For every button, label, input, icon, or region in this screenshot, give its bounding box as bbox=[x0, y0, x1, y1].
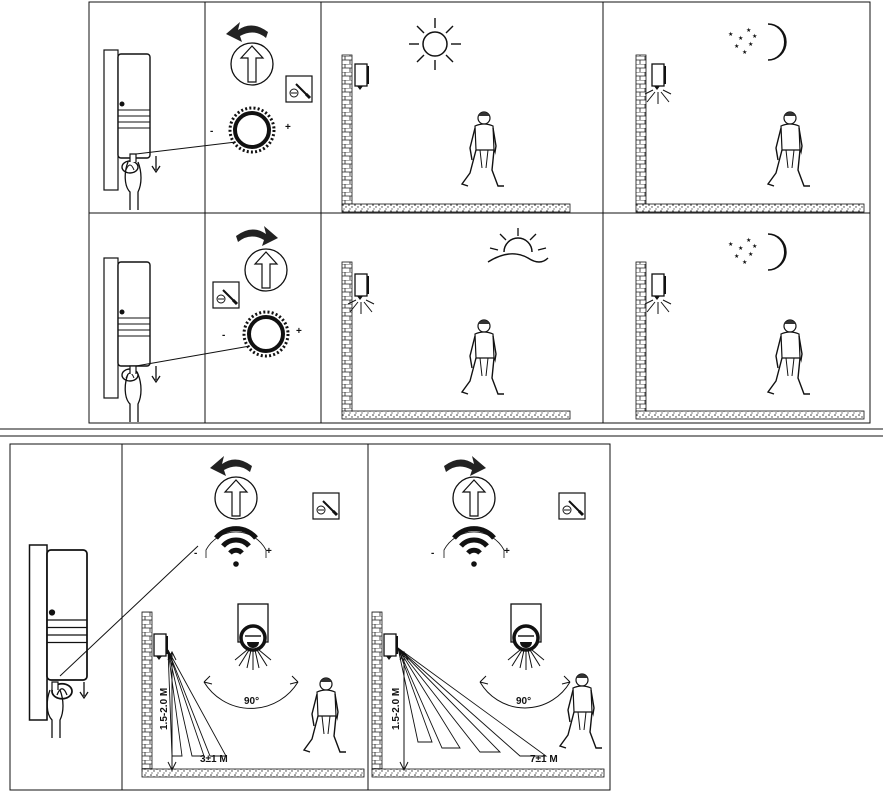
wall-lamp-icon bbox=[354, 63, 370, 91]
sunset-icon bbox=[487, 228, 549, 263]
detection-cone bbox=[167, 649, 227, 757]
moon-stars-icon bbox=[727, 233, 787, 271]
rotate-right-arrow-icon bbox=[444, 456, 486, 476]
sun-icon bbox=[408, 17, 462, 71]
minus-label: - bbox=[210, 126, 213, 137]
walking-person-icon bbox=[767, 319, 811, 395]
wall-lamp-icon bbox=[153, 633, 169, 661]
plus-label: + bbox=[266, 546, 272, 557]
sensor-icon bbox=[233, 602, 273, 672]
minus-label: - bbox=[222, 330, 225, 341]
walking-person-icon bbox=[559, 673, 603, 749]
wifi-range-icon bbox=[206, 529, 266, 567]
distance-label: 3±1 M bbox=[200, 754, 228, 765]
angle-label: 90° bbox=[516, 696, 531, 707]
moon-stars-icon bbox=[727, 23, 787, 61]
height-label: 1.5-2.0 M bbox=[159, 688, 170, 730]
up-arrow-icon bbox=[214, 476, 258, 520]
up-arrow-icon bbox=[452, 476, 496, 520]
light-rays-icon bbox=[644, 299, 672, 315]
sensor-icon bbox=[506, 602, 546, 672]
rotate-right-arrow-icon bbox=[236, 226, 278, 246]
walking-person-icon bbox=[303, 677, 347, 753]
screwdriver-icon bbox=[211, 280, 241, 310]
angle-label: 90° bbox=[244, 696, 259, 707]
dial-icon bbox=[228, 106, 276, 154]
screwdriver-icon bbox=[557, 491, 587, 521]
up-arrow-icon bbox=[230, 42, 274, 86]
distance-label: 7±1 M bbox=[530, 754, 558, 765]
walking-person-icon bbox=[767, 111, 811, 187]
lamp-icon bbox=[28, 544, 88, 721]
screwdriver-icon bbox=[311, 491, 341, 521]
up-arrow-icon bbox=[244, 248, 288, 292]
minus-label: - bbox=[431, 548, 434, 559]
walking-person-icon bbox=[461, 319, 505, 395]
minus-label: - bbox=[194, 548, 197, 559]
light-rays-icon bbox=[644, 89, 672, 105]
screwdriver-icon bbox=[284, 74, 314, 104]
wall-lamp-icon bbox=[651, 63, 667, 91]
wall-lamp-icon bbox=[354, 273, 370, 301]
plus-label: + bbox=[504, 546, 510, 557]
wall-lamp-icon bbox=[383, 633, 399, 661]
wall-lamp-icon bbox=[651, 273, 667, 301]
wifi-range-icon bbox=[444, 529, 504, 567]
bottom-section: - + 1.5-2.0 M 3±1 M 90° - + bbox=[9, 443, 611, 791]
rotate-left-arrow-icon bbox=[226, 22, 268, 42]
top-section: - + - + bbox=[88, 1, 871, 424]
lamp-icon bbox=[103, 49, 151, 191]
dial-icon bbox=[242, 310, 290, 358]
walking-person-icon bbox=[461, 111, 505, 187]
plus-label: + bbox=[285, 122, 291, 133]
rotate-left-arrow-icon bbox=[210, 456, 252, 476]
height-label: 1.5-2.0 M bbox=[391, 688, 402, 730]
plus-label: + bbox=[296, 326, 302, 337]
detection-cone bbox=[397, 647, 548, 757]
